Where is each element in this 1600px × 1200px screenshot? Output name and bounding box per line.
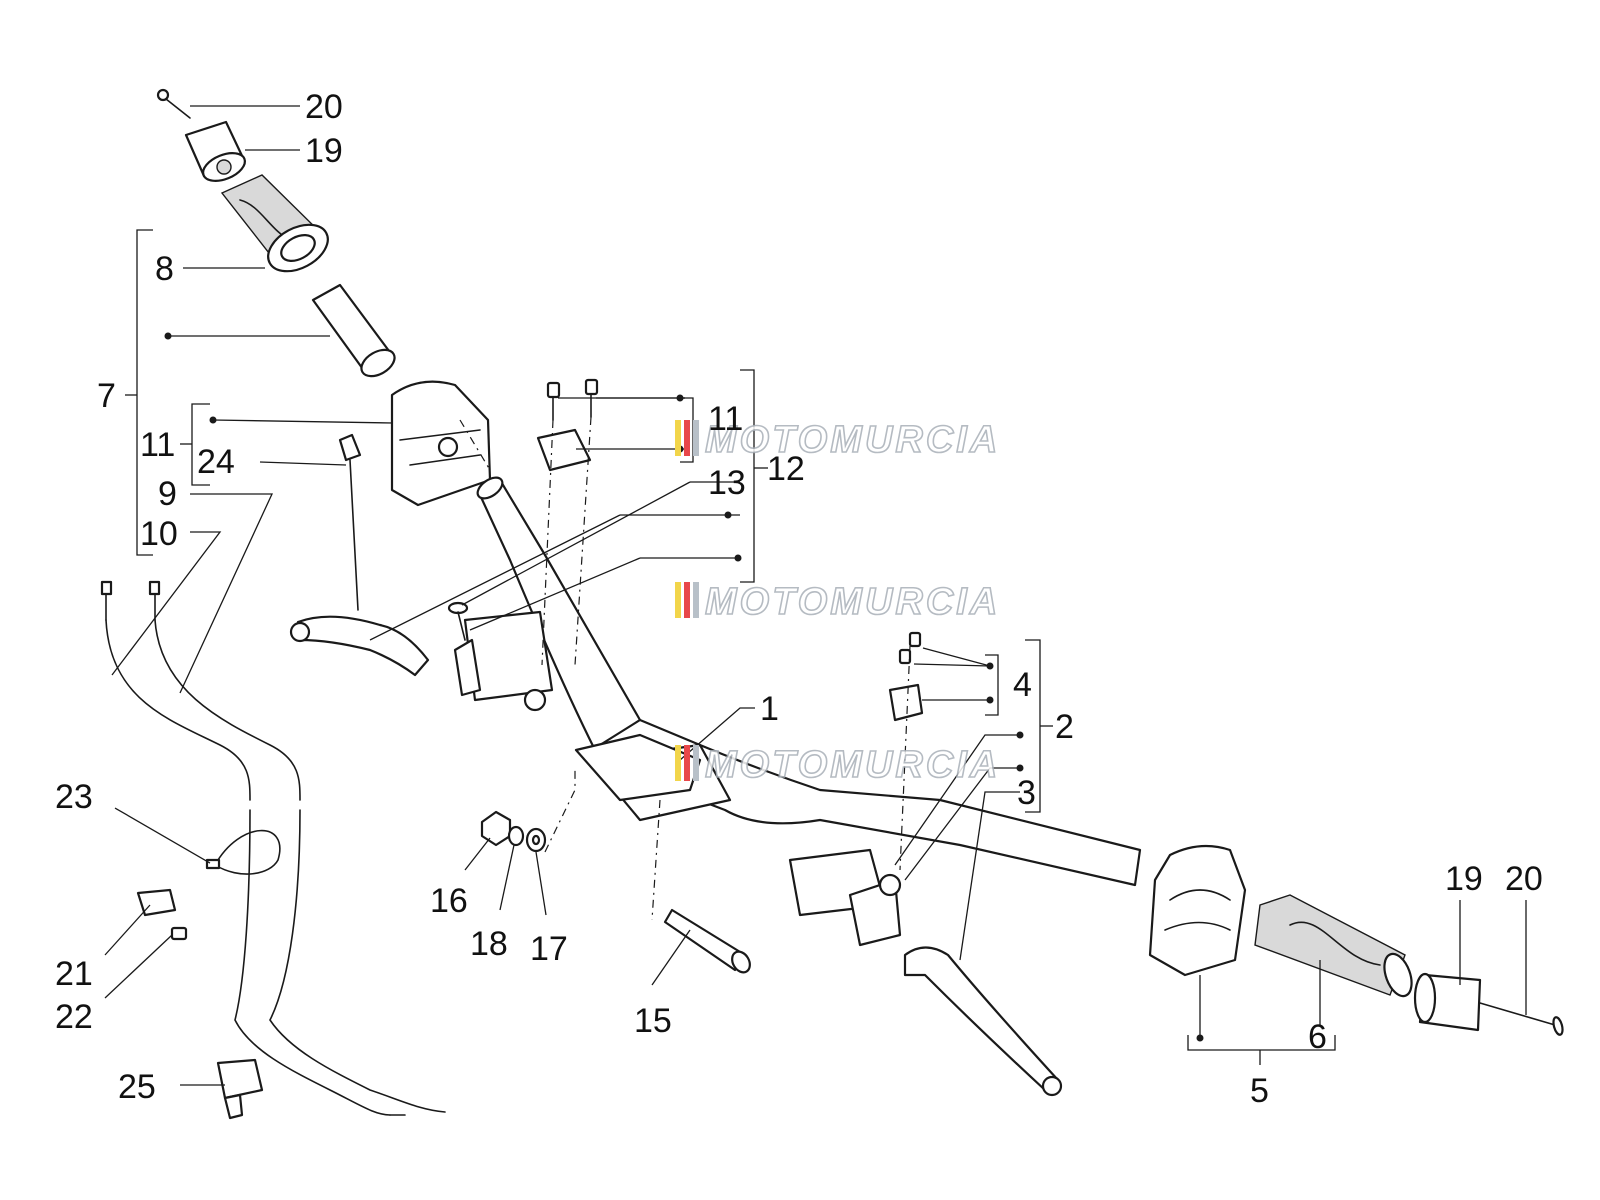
callout-1: 1	[760, 690, 779, 728]
watermark-stripe	[693, 582, 699, 618]
callout-13: 13	[708, 464, 746, 502]
watermark-text: MOTOMURCIA	[705, 419, 1000, 461]
cable-tie	[338, 433, 362, 611]
throttle-tube	[311, 283, 396, 378]
throttle-cable-10	[100, 580, 406, 1116]
left-clamp	[536, 428, 592, 472]
cable-strap-23	[205, 829, 281, 875]
right-master-cylinder	[788, 848, 902, 947]
right-clamp	[888, 683, 924, 722]
callout-5: 5	[1250, 1072, 1269, 1110]
nut	[480, 810, 512, 847]
right-bar-end-screw	[1479, 1002, 1564, 1036]
callout-23: 23	[55, 778, 93, 816]
bolt-15	[663, 908, 751, 974]
watermark-middle: MOTOMURCIA	[675, 580, 1000, 624]
left-grip	[220, 174, 329, 273]
callout-20-right: 20	[1505, 860, 1543, 898]
right-clamp-screws	[898, 631, 922, 665]
washer-18	[507, 825, 525, 847]
callout-18: 18	[470, 925, 508, 963]
watermark-stripe	[684, 420, 690, 456]
callout-10: 10	[140, 515, 178, 553]
callout-4: 4	[1013, 666, 1032, 704]
watermark-stripe	[684, 745, 690, 781]
leader-lines	[104, 105, 1527, 1086]
watermark-stripe	[693, 745, 699, 781]
watermark-stripe	[675, 420, 681, 456]
callout-16: 16	[430, 882, 468, 920]
callout-7: 7	[97, 377, 116, 415]
watermark-stripe	[693, 420, 699, 456]
watermark-text: MOTOMURCIA	[705, 581, 1000, 623]
right-switch-housing	[1148, 844, 1247, 977]
callout-17: 17	[530, 930, 568, 968]
right-grip	[1254, 894, 1413, 998]
callout-20-left: 20	[305, 88, 343, 126]
callout-3: 3	[1017, 774, 1036, 812]
callout-8: 8	[155, 250, 174, 288]
left-master-cylinder-screw	[447, 601, 469, 641]
left-brake-lever	[289, 615, 430, 677]
left-bar-end-weight	[184, 120, 246, 182]
callout-19-right: 19	[1445, 860, 1483, 898]
callout-21: 21	[55, 955, 93, 993]
watermark-stripe	[675, 582, 681, 618]
screw-22	[170, 926, 188, 941]
cable-holder-25	[216, 1058, 264, 1120]
callout-11-right: 11	[708, 400, 743, 438]
throttle-cable-9	[148, 580, 446, 1113]
right-bar-end-weight	[1413, 972, 1482, 1032]
callout-24: 24	[197, 443, 235, 481]
left-switch-housing	[390, 380, 492, 507]
watermark-stripe	[684, 582, 690, 618]
watermark-text: MOTOMURCIA	[705, 744, 1000, 786]
callout-25: 25	[118, 1068, 156, 1106]
watermark-bottom: MOTOMURCIA	[675, 743, 1000, 787]
callout-11-left: 11	[140, 426, 175, 464]
left-clamp-screws	[546, 378, 599, 421]
watermark-top: MOTOMURCIA	[675, 418, 1000, 462]
callout-15: 15	[634, 1002, 672, 1040]
callout-9: 9	[158, 475, 177, 513]
right-brake-lever	[903, 946, 1063, 1097]
assembly-dashed-lines	[459, 416, 911, 921]
left-bar-end-screw	[156, 88, 191, 119]
callout-labels: 20 19 8 7 11 24 9 10 11 12 13 1 4 2 3 19…	[55, 88, 1543, 1110]
callout-19-left: 19	[305, 132, 343, 170]
callout-12: 12	[767, 450, 805, 488]
callout-6: 6	[1308, 1018, 1327, 1056]
left-master-cylinder	[453, 610, 554, 712]
washer-17	[525, 827, 547, 853]
callout-2: 2	[1055, 708, 1074, 746]
callout-22: 22	[55, 998, 93, 1036]
watermark-stripe	[675, 745, 681, 781]
